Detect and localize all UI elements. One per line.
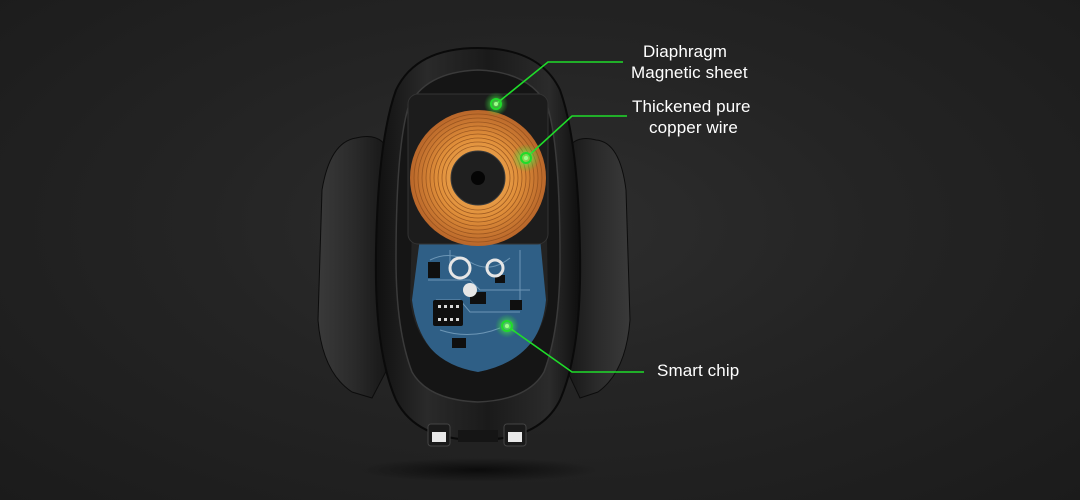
callout-label-line: Diaphragm bbox=[643, 42, 728, 61]
callout-label-smart-chip: Smart chip bbox=[657, 360, 739, 381]
callout-dot-copper bbox=[520, 152, 532, 164]
callout-label-line: Thickened pure bbox=[632, 97, 751, 116]
circuit-board bbox=[412, 238, 546, 372]
copper-coil bbox=[410, 110, 546, 246]
callout-line-chip bbox=[506, 325, 644, 373]
callout-label-line: copper wire bbox=[649, 118, 738, 137]
callout-line-copper bbox=[525, 115, 627, 159]
callout-label-line: Smart chip bbox=[657, 361, 740, 380]
callout-line-diaphragm bbox=[495, 61, 623, 105]
callout-dots bbox=[484, 92, 540, 338]
callout-label-line: Magnetic sheet bbox=[631, 63, 748, 82]
left-clamp-arm bbox=[317, 136, 393, 399]
bottom-clips bbox=[427, 423, 527, 447]
callout-label-copper-wire: Thickened pure copper wire bbox=[632, 96, 751, 138]
callout-dot-chip bbox=[501, 320, 513, 332]
floor-shadow bbox=[358, 458, 598, 482]
callout-dot-diaphragm bbox=[490, 98, 502, 110]
callout-label-diaphragm: Diaphragm Magnetic sheet bbox=[631, 41, 748, 83]
callout-lines bbox=[495, 61, 644, 373]
